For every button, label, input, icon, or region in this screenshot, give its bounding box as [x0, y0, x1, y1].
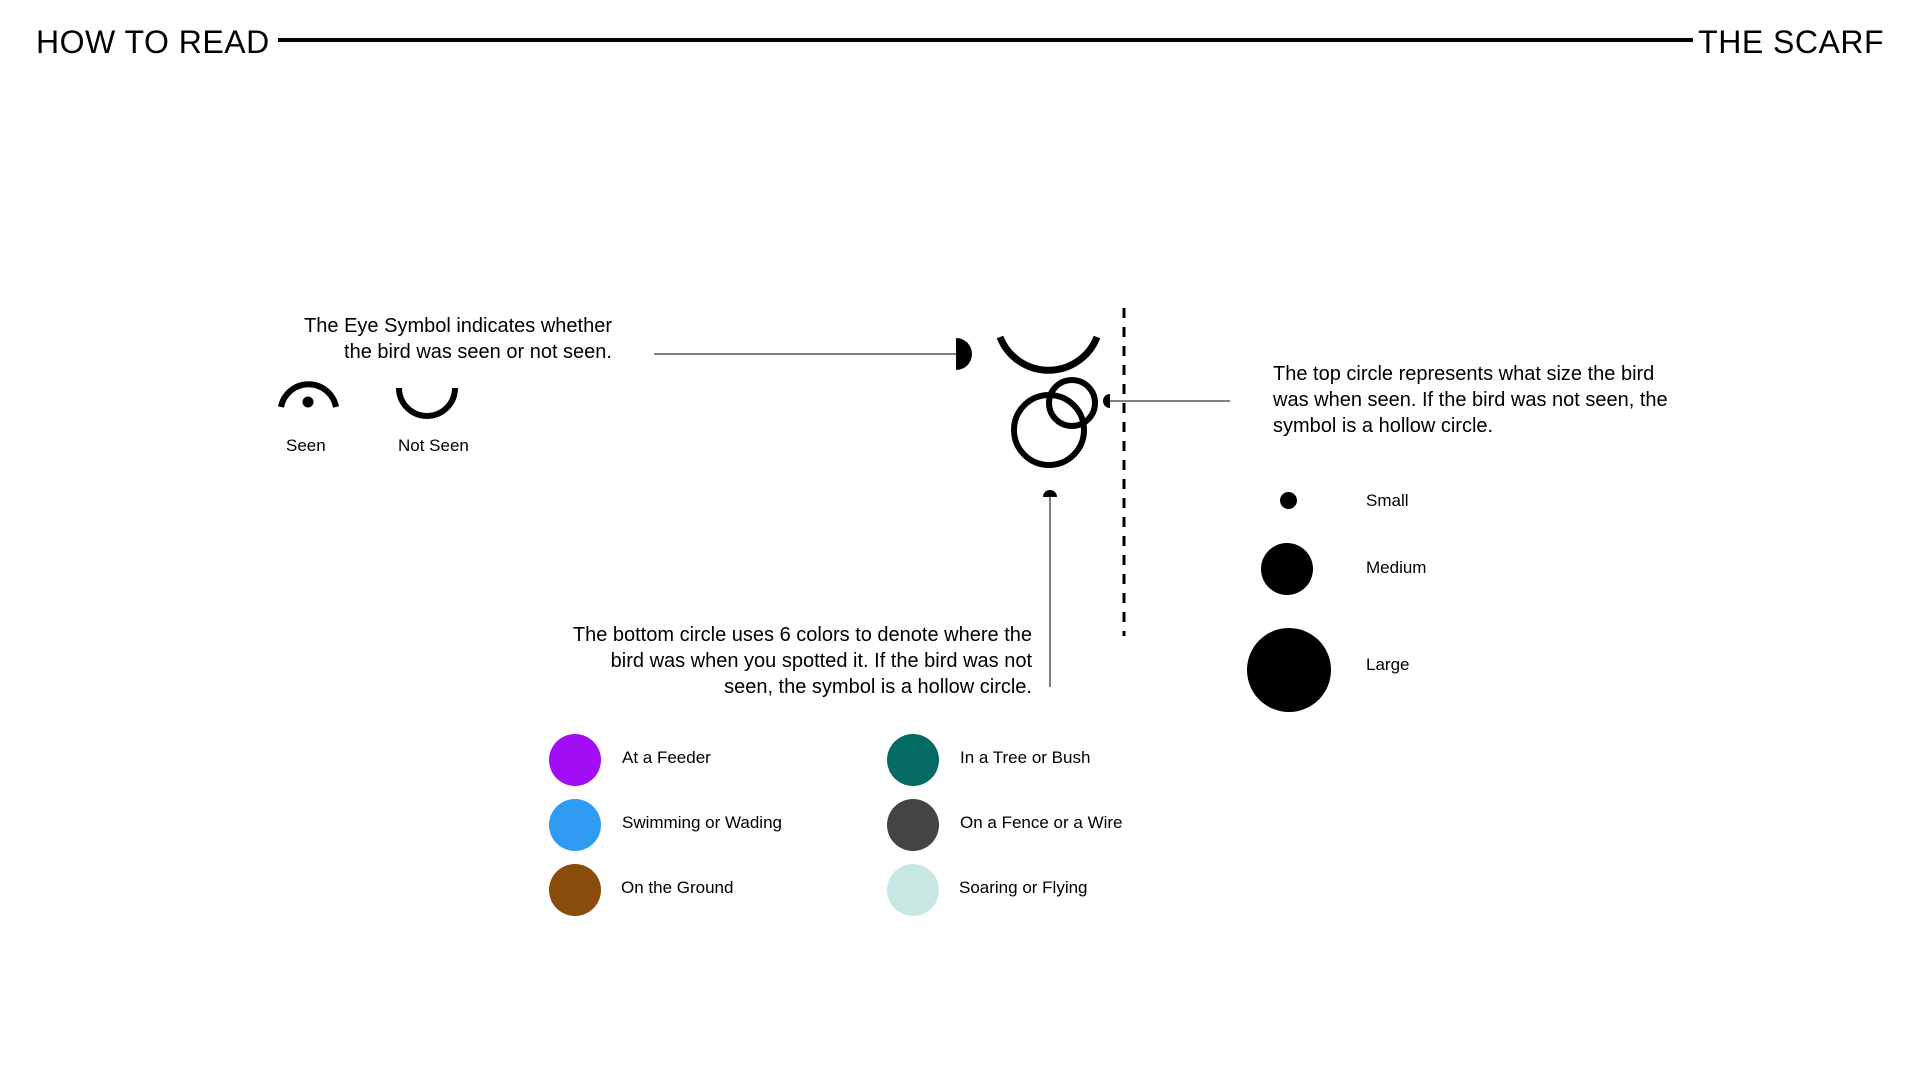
size-label-large: Large — [1366, 655, 1410, 674]
bottom-description-line: bird was when you spotted it. If the bir… — [610, 650, 1032, 672]
bottom-description-line: The bottom circle uses 6 colors to denot… — [572, 624, 1032, 646]
location-label-fence: On a Fence or a Wire — [960, 813, 1123, 832]
header-title-right: THE SCARF — [1698, 24, 1884, 60]
size-dot-medium — [1261, 543, 1313, 595]
top-circle-description: The top circle represents what size the … — [1273, 361, 1733, 439]
location-dot-soaring — [887, 864, 939, 916]
eye-description-line: the bird was seen or not seen. — [344, 341, 612, 363]
size-label-small: Small — [1366, 491, 1409, 510]
size-dot-small — [1280, 492, 1297, 509]
not-seen-eye-icon — [396, 387, 458, 419]
seen-eye-icon — [278, 381, 339, 408]
location-label-tree: In a Tree or Bush — [960, 748, 1091, 767]
bottom-description-line: seen, the symbol is a hollow circle. — [724, 676, 1032, 698]
location-label-swimming: Swimming or Wading — [622, 813, 782, 832]
location-label-soaring: Soaring or Flying — [959, 878, 1088, 897]
location-dot-feeder — [549, 734, 601, 786]
top-description-line: symbol is a hollow circle. — [1273, 415, 1494, 437]
location-label-feeder: At a Feeder — [622, 748, 711, 767]
top-pointer-cap — [1103, 394, 1110, 408]
eye-pointer-cap — [956, 338, 972, 370]
eye-description-line: The Eye Symbol indicates whether — [304, 315, 612, 337]
size-label-medium: Medium — [1366, 558, 1427, 577]
top-hollow-circle — [1046, 377, 1098, 429]
not-seen-label: Not Seen — [398, 436, 469, 455]
bottom-pointer-cap — [1043, 490, 1057, 497]
bottom-circle-description: The bottom circle uses 6 colors to denot… — [470, 622, 1032, 700]
seen-label: Seen — [286, 436, 326, 455]
main-eye-symbol — [996, 335, 1101, 374]
location-dot-ground — [549, 864, 601, 916]
bottom-hollow-circle — [1011, 392, 1087, 468]
location-dot-fence — [887, 799, 939, 851]
header-rule — [278, 38, 1693, 42]
top-description-line: was when seen. If the bird was not seen,… — [1273, 389, 1668, 411]
header-title-left: HOW TO READ — [36, 24, 270, 60]
location-dot-swimming — [549, 799, 601, 851]
size-dot-large — [1247, 628, 1331, 712]
location-label-ground: On the Ground — [621, 878, 734, 897]
top-description-line: The top circle represents what size the … — [1273, 363, 1655, 385]
location-dot-tree — [887, 734, 939, 786]
eye-symbol-description: The Eye Symbol indicates whether the bir… — [240, 313, 612, 365]
